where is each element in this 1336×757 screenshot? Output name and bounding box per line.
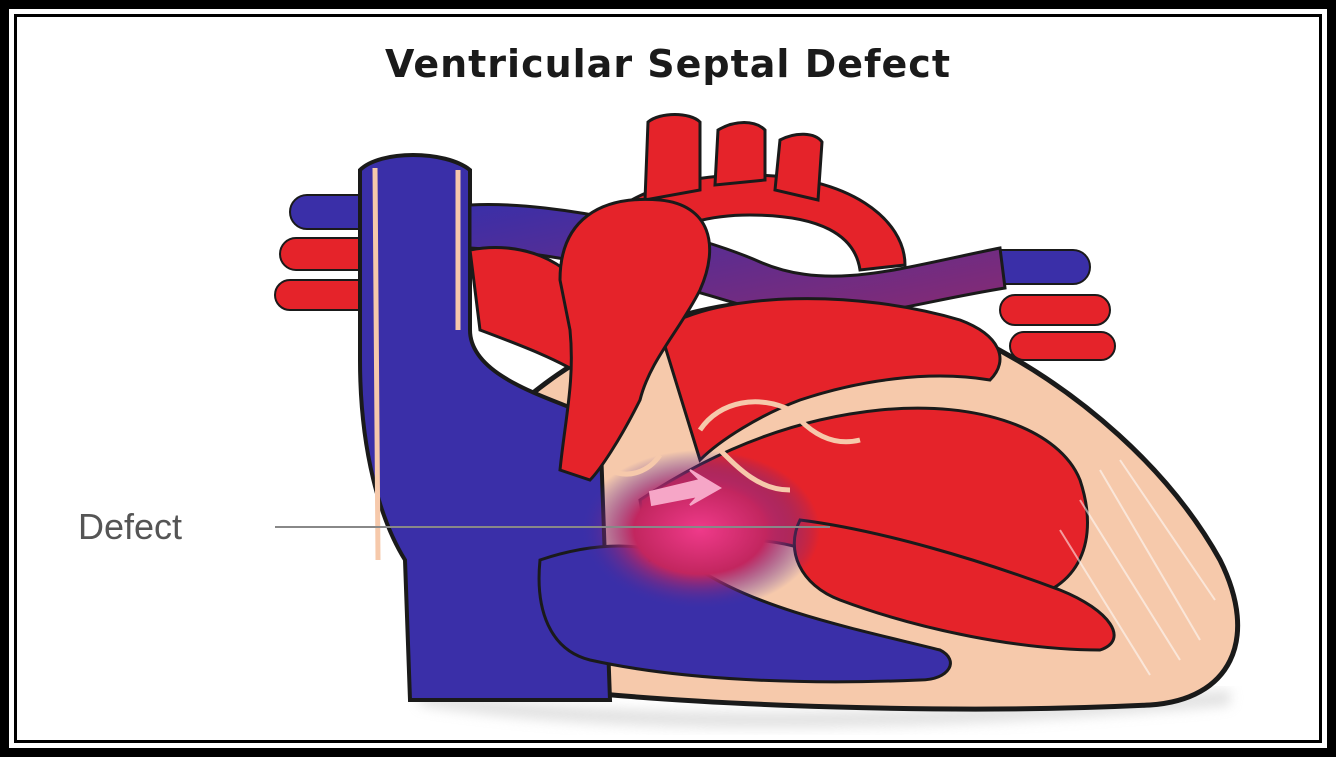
defect-label: Defect: [78, 506, 182, 548]
